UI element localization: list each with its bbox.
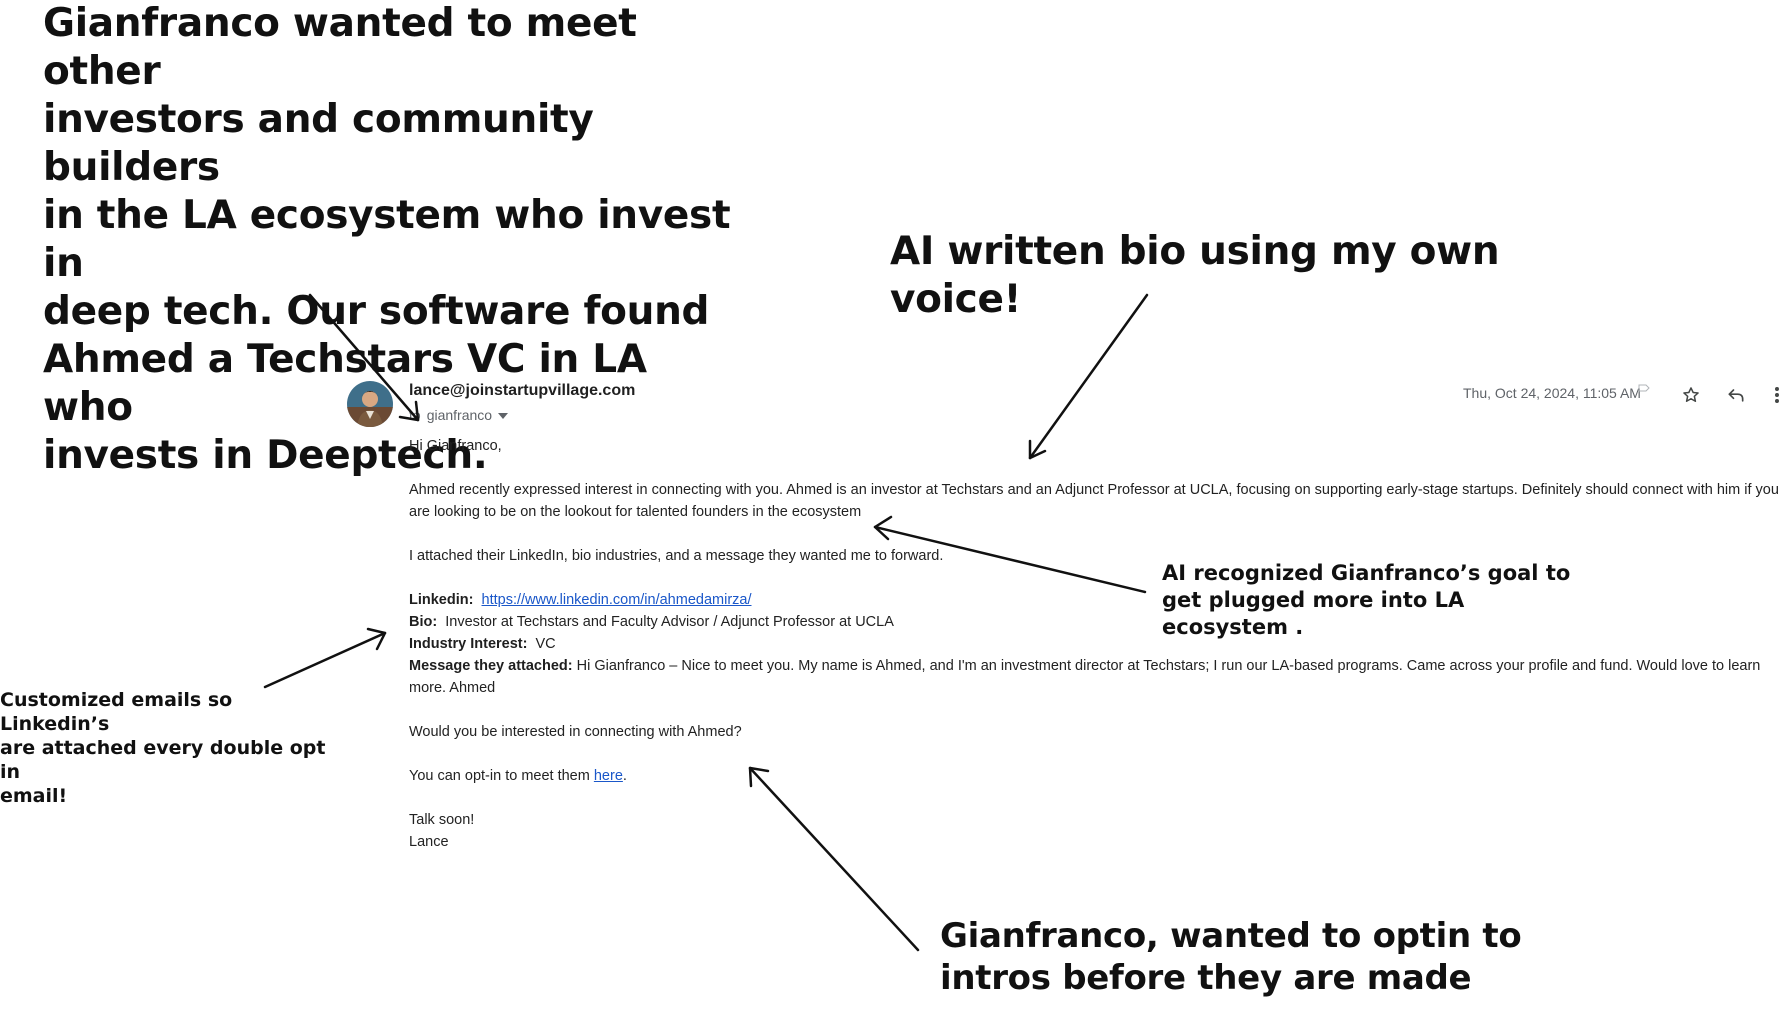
recipient-line[interactable]: to gianfranco — [409, 407, 509, 423]
label-icon — [1636, 380, 1652, 396]
more-vert-icon[interactable] — [1768, 382, 1785, 408]
linkedin-field: Linkedin: https://www.linkedin.com/in/ah… — [409, 589, 1779, 611]
bio-field: Bio: Investor at Techstars and Faculty A… — [409, 611, 1779, 633]
to-label: to — [409, 407, 421, 423]
bio-label: Bio: — [409, 614, 438, 630]
star-icon[interactable] — [1678, 382, 1704, 408]
annotation-left: Customized emails so Linkedin’s are atta… — [0, 689, 326, 807]
email-date: Thu, Oct 24, 2024, 11:05 AM — [1463, 385, 1641, 401]
industry-value: VC — [535, 636, 556, 652]
arrow-to-linkedin — [263, 627, 387, 689]
industry-field: Industry Interest: VC — [409, 633, 1779, 655]
optin-line: You can opt-in to meet them here. — [409, 765, 1779, 787]
optin-suffix: . — [622, 768, 627, 784]
annotation-bottom: Gianfranco, wanted to optin to intros be… — [940, 916, 1522, 998]
avatar[interactable] — [347, 381, 393, 427]
message-value: Hi Gianfranco – Nice to meet you. My nam… — [409, 658, 1761, 696]
optin-link[interactable]: here — [593, 768, 623, 784]
profile-fields: Linkedin: https://www.linkedin.com/in/ah… — [409, 589, 1779, 699]
industry-label: Industry Interest: — [409, 636, 528, 652]
email-body: Hi Gianfranco, Ahmed recently expressed … — [409, 435, 1779, 853]
linkedin-link[interactable]: https://www.linkedin.com/in/ahmedamirza/ — [481, 592, 752, 608]
bio-value: Investor at Techstars and Faculty Adviso… — [445, 614, 894, 630]
signoff: Talk soon! — [409, 812, 475, 828]
avatar-photo — [347, 381, 393, 427]
reply-icon[interactable] — [1723, 382, 1749, 408]
chevron-down-icon[interactable] — [498, 413, 509, 419]
annotation-top-left: Gianfranco wanted to meet other investor… — [43, 1, 731, 478]
annotation-top-right: AI written bio using my own voice! — [890, 229, 1500, 322]
annotation-mid-right: AI recognized Gianfranco’s goal to get p… — [1162, 561, 1571, 639]
linkedin-label: Linkedin: — [409, 592, 474, 608]
question: Would you be interested in connecting wi… — [409, 724, 742, 740]
greeting: Hi Gianfranco, — [409, 438, 502, 454]
message-field: Message they attached: Hi Gianfranco – N… — [409, 655, 1779, 699]
signature: Lance — [409, 834, 449, 850]
sender-email: lance@joinstartupvillage.com — [409, 382, 636, 399]
recipient-name: gianfranco — [426, 407, 493, 423]
intro-paragraph: Ahmed recently expressed interest in con… — [409, 482, 1779, 520]
attachment-note: I attached their LinkedIn, bio industrie… — [409, 548, 944, 564]
message-label: Message they attached: — [409, 658, 573, 674]
optin-prefix: You can opt-in to meet them — [409, 768, 594, 784]
